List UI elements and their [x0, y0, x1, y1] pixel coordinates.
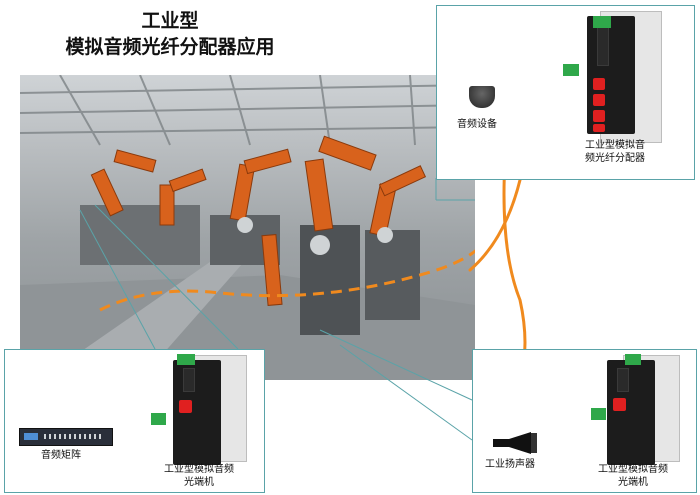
- transmitter-label-line-2: 光端机: [184, 477, 214, 488]
- power-terminal: [625, 354, 641, 365]
- title-line-2: 模拟音频光纤分配器应用: [65, 36, 275, 58]
- audio-terminal: [563, 64, 579, 76]
- speaker-icon: [493, 432, 537, 454]
- fiber-port-3: [593, 110, 605, 122]
- fiber-port: [179, 400, 192, 413]
- audio-matrix-device: [19, 428, 113, 446]
- audio-terminal: [151, 413, 166, 425]
- fiber-port-4: [593, 124, 605, 132]
- transmitter-device: [173, 360, 221, 465]
- panel-distributor: 音频设备 工业型模拟音 频光纤分配器: [436, 5, 695, 180]
- fiber-port: [613, 398, 626, 411]
- audio-device-icon: [469, 86, 495, 108]
- distributor-label-line-2: 频光纤分配器: [585, 153, 645, 164]
- audio-matrix-label: 音频矩阵: [41, 450, 81, 461]
- fiber-port-1: [593, 78, 605, 90]
- panel-transmitter: 音频矩阵 工业型模拟音频 光端机: [4, 349, 265, 493]
- receiver-label-line-1: 工业型模拟音频: [598, 464, 668, 475]
- distributor-label-line-1: 工业型模拟音: [585, 140, 645, 151]
- receiver-label-line-2: 光端机: [618, 477, 648, 488]
- audio-terminal: [591, 408, 606, 420]
- status-led-column: [617, 368, 629, 392]
- receiver-device: [607, 360, 655, 465]
- audio-device-label: 音频设备: [457, 119, 497, 130]
- panel-receiver: 工业扬声器 工业型模拟音频 光端机: [472, 349, 697, 493]
- matrix-display: [24, 433, 38, 440]
- matrix-buttons: [44, 434, 104, 439]
- fiber-port-2: [593, 94, 605, 106]
- distributor-device: [587, 16, 635, 134]
- factory-illustration: [20, 75, 475, 380]
- status-led-column: [183, 368, 195, 392]
- power-terminal: [177, 354, 195, 365]
- transmitter-label-line-1: 工业型模拟音频: [164, 464, 234, 475]
- title-line-1: 工业型: [141, 10, 199, 32]
- power-terminal: [593, 16, 611, 28]
- status-led-column: [597, 24, 609, 66]
- speaker-label: 工业扬声器: [485, 459, 535, 470]
- factory-robot-scene: [20, 75, 475, 380]
